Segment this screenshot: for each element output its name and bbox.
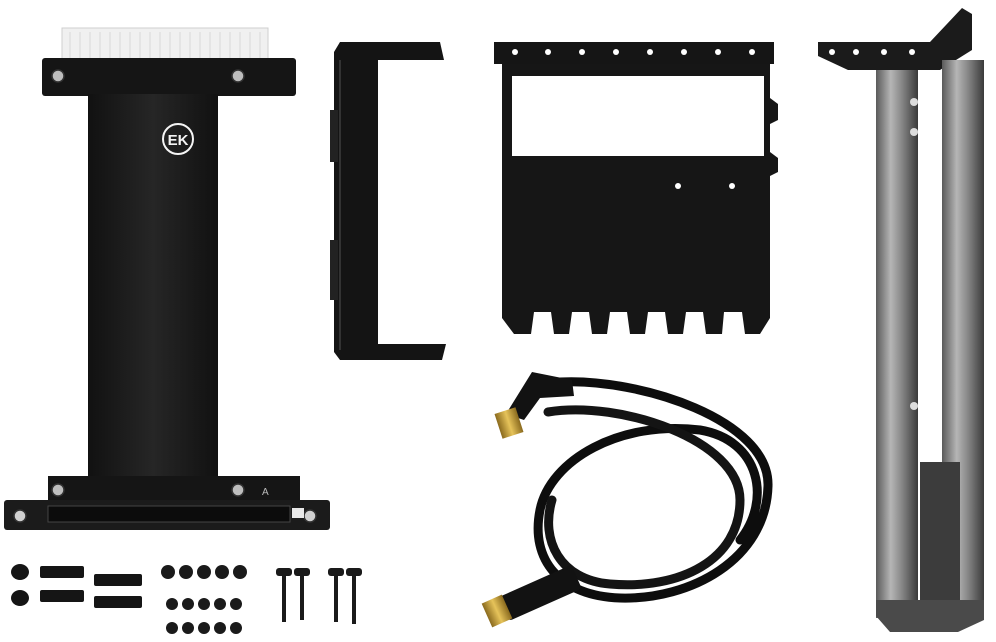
bracket-rail-left (876, 70, 918, 618)
standoff-icon (11, 564, 142, 608)
cable-connector-angled (506, 372, 574, 420)
cable-connector-straight (499, 566, 581, 620)
c-bracket-body (334, 42, 446, 360)
ek-logo-icon: EK (162, 123, 194, 155)
screw-icon (13, 509, 27, 523)
washer-icon (161, 565, 247, 579)
c-bracket (330, 42, 446, 360)
riser-bottom-bracket (48, 476, 300, 504)
screw-icon (231, 483, 245, 497)
cable-loop-inner (543, 405, 745, 590)
bracket-bottom-foot (876, 600, 984, 632)
ek-logo-text: EK (168, 132, 189, 149)
plate-rail-holes (512, 49, 755, 55)
plate-top-rail (494, 42, 774, 64)
vertical-bracket (818, 8, 984, 632)
bracket-bottom-plate (920, 462, 960, 612)
riser-ribbon (88, 94, 218, 486)
displayport-cable (481, 372, 773, 628)
pcie-riser-cable: EK A (4, 27, 330, 530)
washer-icon (166, 598, 242, 610)
mounting-plate (494, 42, 778, 334)
screw-icon (231, 69, 245, 83)
riser-clip (292, 508, 304, 518)
riser-marking: A (262, 487, 269, 498)
hardware-set (11, 564, 362, 634)
screw-icon (51, 69, 65, 83)
screw-icon (303, 509, 317, 523)
screw-icon (51, 483, 65, 497)
screw-icon (276, 568, 362, 624)
connector-gold-bottom (481, 594, 513, 628)
plate-window (512, 76, 764, 156)
connector-gold-top (494, 407, 524, 439)
riser-edge-connector (47, 505, 291, 523)
washer-icon (166, 622, 242, 634)
bracket-window (920, 112, 940, 462)
riser-top-bracket (42, 58, 296, 96)
